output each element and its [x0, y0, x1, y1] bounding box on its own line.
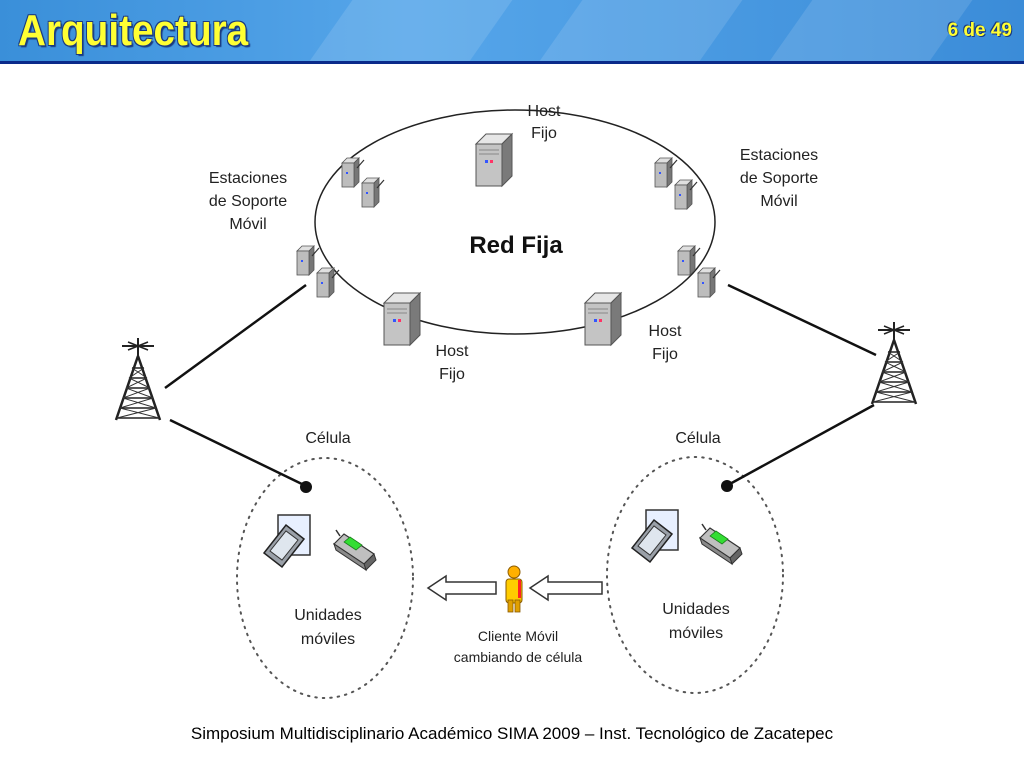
link-left-cell [169, 418, 307, 488]
cell-left-node [300, 481, 312, 493]
antenna-left-icon [114, 336, 162, 422]
slide-title: Arquitectura [18, 6, 249, 55]
arrow-left-icon [426, 574, 497, 602]
units-right-label: Unidades móviles [662, 601, 730, 642]
station-right-label: Estaciones de Soporte Móvil [740, 147, 818, 210]
host-top-server-icon [475, 133, 513, 187]
host-bottom-left-server-icon [383, 292, 421, 346]
host-bottom-left-label: Host Fijo [436, 343, 469, 383]
station-top-right-icon [654, 157, 698, 210]
slide-header: Arquitectura 6 de 49 [0, 0, 1024, 64]
svg-text:Fijo: Fijo [439, 366, 465, 383]
station-left-label: Estaciones de Soporte Móvil [209, 170, 287, 233]
phone-right-icon [699, 523, 743, 565]
svg-text:Fijo: Fijo [652, 346, 678, 363]
svg-text:Estaciones: Estaciones [740, 147, 818, 164]
slide-footer: Simposium Multidisciplinario Académico S… [190, 724, 834, 743]
client-label: Cliente Móvil cambiando de célula [454, 628, 583, 665]
mobile-client-person-icon [505, 565, 523, 613]
svg-text:Móvil: Móvil [760, 193, 797, 210]
svg-text:Cliente Móvil: Cliente Móvil [478, 628, 558, 644]
cell-right-boundary [606, 456, 784, 694]
svg-text:Host: Host [528, 103, 561, 120]
page-indicator: 6 de 49 [947, 20, 1012, 41]
host-bottom-right-label: Host Fijo [649, 323, 682, 363]
cell-left-label: Célula [305, 430, 350, 447]
svg-text:Unidades: Unidades [294, 607, 362, 624]
svg-text:Fijo: Fijo [531, 125, 557, 142]
pda-right-icon [631, 509, 679, 563]
host-top-label: Host Fijo [528, 103, 561, 142]
station-mid-left-icon [296, 245, 340, 298]
cell-right-label: Célula [675, 430, 720, 447]
svg-text:móviles: móviles [669, 625, 723, 642]
link-left-station [164, 283, 307, 390]
svg-text:de Soporte: de Soporte [740, 170, 818, 187]
cell-left-boundary [236, 457, 414, 699]
cell-right-node [721, 480, 733, 492]
fixed-network-ring [314, 109, 716, 335]
svg-text:Host: Host [649, 323, 682, 340]
station-mid-right-icon [677, 245, 721, 298]
link-right-cell [727, 403, 875, 487]
arrow-right-icon [528, 574, 603, 602]
phone-left-icon [333, 529, 377, 571]
svg-text:de Soporte: de Soporte [209, 193, 287, 210]
host-bottom-right-server-icon [584, 292, 622, 346]
svg-text:Unidades: Unidades [662, 601, 730, 618]
svg-text:móviles: móviles [301, 631, 355, 648]
station-top-left-icon [341, 157, 385, 208]
units-left-label: Unidades móviles [294, 607, 362, 648]
network-label: Red Fija [469, 232, 563, 259]
svg-text:Host: Host [436, 343, 469, 360]
svg-text:Estaciones: Estaciones [209, 170, 287, 187]
svg-text:cambiando de célula: cambiando de célula [454, 649, 583, 665]
antenna-right-icon [870, 320, 918, 406]
link-right-station [727, 283, 877, 357]
pda-left-icon [263, 514, 311, 568]
svg-text:Móvil: Móvil [229, 216, 266, 233]
